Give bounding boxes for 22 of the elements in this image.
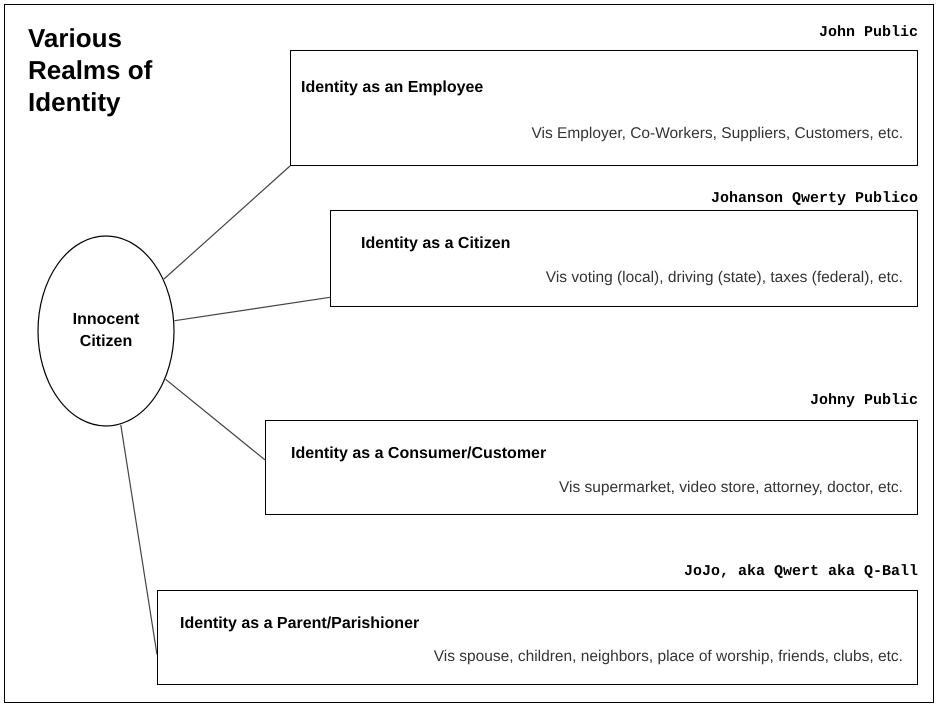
- box-description: Vis voting (local), driving (state), taxes (federal), etc.: [546, 269, 903, 287]
- identity-box: [330, 210, 918, 307]
- box-heading: Identity as a Consumer/Customer: [291, 445, 546, 463]
- identity-box: [265, 420, 918, 515]
- connector-line: [165, 378, 266, 460]
- box-description: Vis Employer, Co-Workers, Suppliers, Customers, etc.: [531, 125, 903, 143]
- box-description: Vis spouse, children, neighbors, place of worship, friends, clubs, etc.: [434, 648, 903, 666]
- person-name: Johanson Qwerty Publico: [710, 190, 918, 207]
- diagram-title: Various Realms of Identity: [28, 22, 154, 118]
- person-name: JoJo, aka Qwert aka Q-Ball: [684, 563, 918, 580]
- box-heading: Identity as an Employee: [301, 79, 484, 97]
- identity-box: [290, 50, 918, 166]
- person-name: Johny Public: [810, 392, 918, 409]
- identity-box: [157, 590, 918, 685]
- connector-line: [120, 424, 158, 655]
- node-label: Innocent Citizen: [72, 310, 140, 352]
- box-heading: Identity as a Citizen: [361, 235, 510, 253]
- connector-line: [174, 296, 330, 322]
- connector-line: [164, 166, 290, 280]
- box-description: Vis supermarket, video store, attorney, doctor, etc.: [558, 479, 903, 497]
- person-name: John Public: [818, 24, 918, 41]
- box-heading: Identity as a Parent/Parishioner: [180, 615, 420, 633]
